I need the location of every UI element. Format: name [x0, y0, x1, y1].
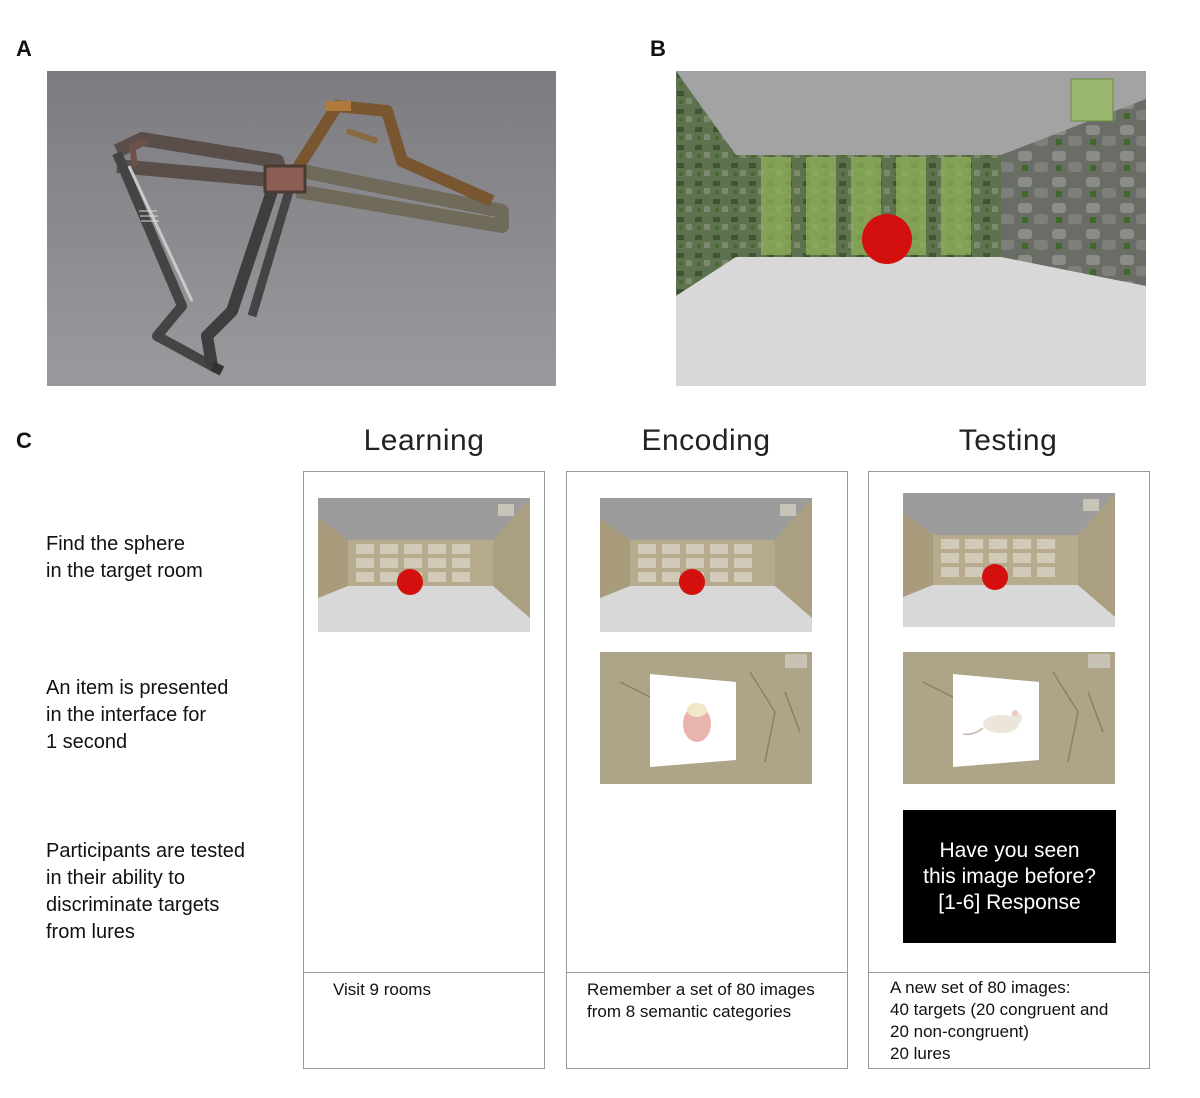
green-room-render [676, 71, 1146, 386]
encoding-column-divider [566, 972, 848, 973]
encoding-footer: Remember a set of 80 images from 8 seman… [587, 980, 815, 1021]
encoding-room-view [600, 498, 812, 632]
column-heading-learning: Learning [363, 424, 485, 457]
column-heading-testing: Testing [958, 424, 1058, 457]
learning-room-view [318, 498, 530, 632]
panel-b-letter: B [650, 36, 666, 61]
maze-overview-image [47, 71, 556, 386]
panel-a-letter: A [16, 36, 32, 61]
testing-room-view [903, 493, 1115, 627]
response-prompt-box: Have you seen this image before? [1-6] R… [903, 810, 1116, 943]
column-heading-encoding: Encoding [641, 424, 771, 457]
row-label-participants-tested: Participants are tested in their ability… [46, 840, 245, 943]
row-label-item-presented: An item is presented in the interface fo… [46, 677, 229, 753]
learning-footer: Visit 9 rooms [333, 980, 431, 999]
learning-column-divider [303, 972, 545, 973]
testing-column-divider [868, 972, 1150, 973]
panel-c-letter: C [16, 428, 32, 453]
encoding-item-presentation [600, 652, 812, 784]
row-label-find-sphere: Find the sphere in the target room [46, 533, 203, 582]
testing-footer: A new set of 80 images: 40 targets (20 c… [890, 978, 1109, 1063]
testing-item-presentation [903, 652, 1115, 784]
